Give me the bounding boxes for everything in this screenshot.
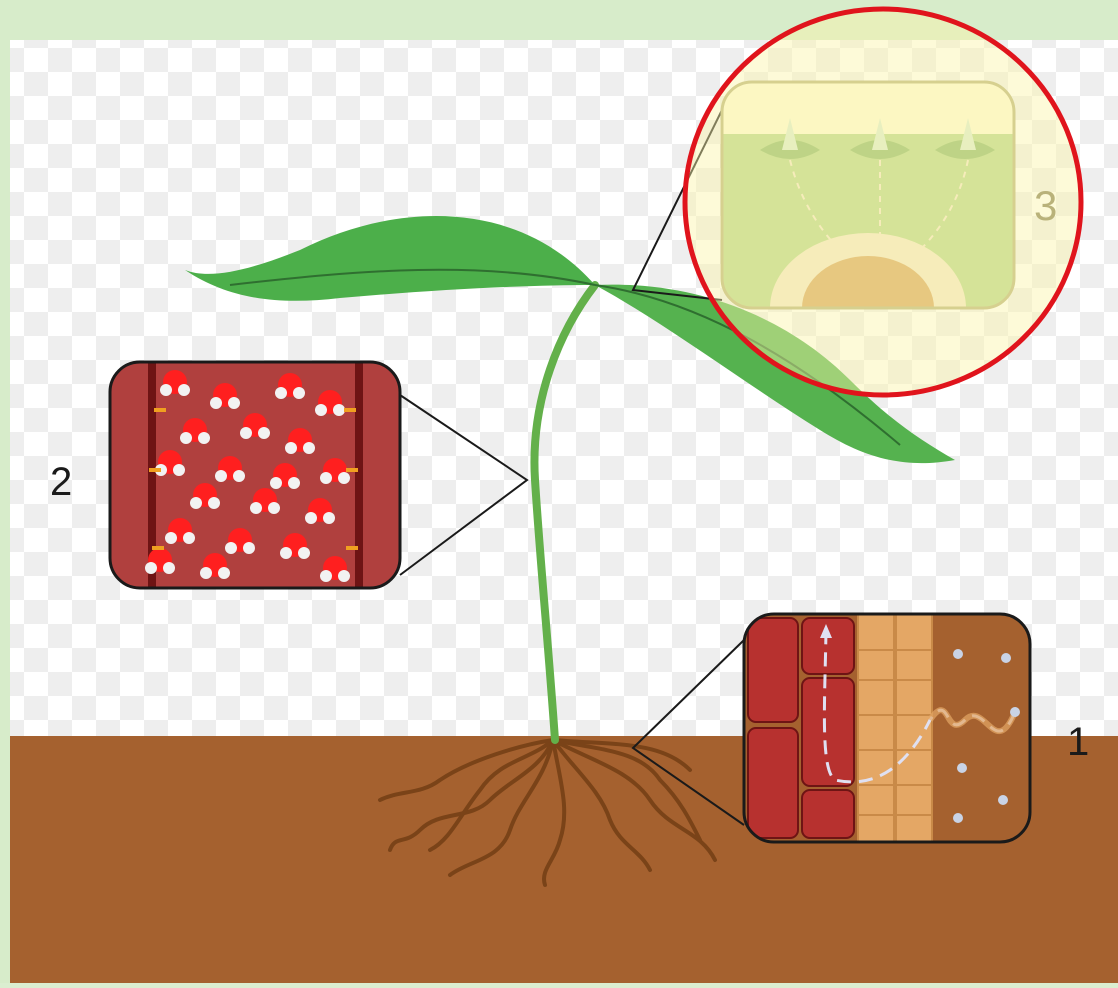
highlight-circle bbox=[685, 9, 1081, 395]
stem-callout-number: 2 bbox=[50, 462, 72, 502]
root-zoom-box bbox=[744, 614, 1030, 842]
leaf-callout-number: 3 bbox=[1034, 185, 1057, 227]
root-callout-number: 1 bbox=[1067, 722, 1089, 762]
stem-zoom-box bbox=[110, 362, 400, 588]
